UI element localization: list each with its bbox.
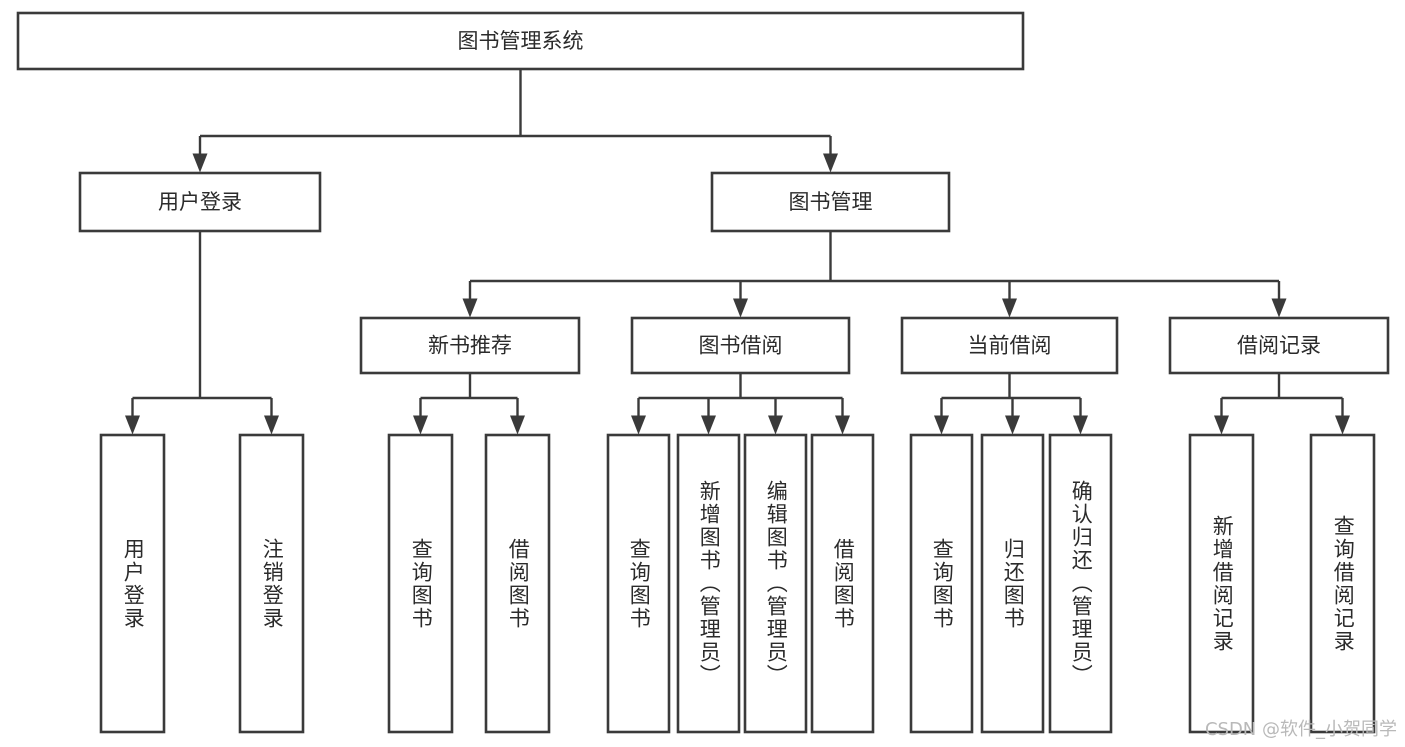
node-box-l2-1[interactable]: [78, 171, 322, 233]
arrow-head-icon: [733, 298, 748, 318]
arrow-head-icon: [1073, 415, 1088, 435]
node-box-lf-1[interactable]: [99, 433, 166, 734]
arrow-head-icon: [192, 153, 208, 173]
node-label-l2-2: 图书管理: [789, 190, 873, 214]
node-label-l3-2: 图书借阅: [699, 334, 783, 358]
node-box-lf-7[interactable]: [743, 433, 808, 734]
arrow-head-icon: [1002, 298, 1017, 318]
arrow-head-icon: [823, 153, 838, 173]
node-box-lf-3[interactable]: [387, 433, 454, 734]
csdn-watermark: CSDN @软件_小贺同学: [1204, 719, 1397, 740]
arrow-head-icon: [1005, 415, 1020, 435]
node-box-l3-2[interactable]: [630, 316, 851, 375]
arrow-head-icon: [768, 415, 783, 435]
node-box-lf-13[interactable]: [1309, 433, 1376, 734]
boxes-layer: [16, 11, 1390, 734]
node-box-lf-5[interactable]: [606, 433, 671, 734]
arrow-head-icon: [934, 415, 949, 435]
node-box-lf-11[interactable]: [1048, 433, 1113, 734]
arrow-head-icon: [701, 415, 716, 435]
node-box-lf-2[interactable]: [238, 433, 305, 734]
arrow-head-icon: [631, 415, 646, 435]
node-box-l2-2[interactable]: [710, 171, 951, 233]
arrow-head-icon: [1214, 415, 1229, 435]
node-box-l3-4[interactable]: [1168, 316, 1390, 375]
node-label-root: 图书管理系统: [458, 29, 584, 53]
node-box-lf-6[interactable]: [676, 433, 741, 734]
node-box-lf-10[interactable]: [980, 433, 1045, 734]
arrow-head-icon: [264, 415, 279, 435]
arrow-head-icon: [835, 415, 850, 435]
node-box-lf-12[interactable]: [1188, 433, 1255, 734]
arrow-head-icon: [1335, 415, 1350, 435]
arrow-head-icon: [510, 415, 525, 435]
node-box-lf-8[interactable]: [810, 433, 875, 734]
arrow-head-icon: [1271, 298, 1287, 318]
node-label-l3-1: 新书推荐: [428, 334, 512, 358]
node-label-l2-1: 用户登录: [158, 190, 242, 214]
node-box-lf-4[interactable]: [484, 433, 551, 734]
node-label-l3-3: 当前借阅: [968, 334, 1052, 358]
arrow-head-icon: [125, 415, 140, 435]
node-box-l3-1[interactable]: [359, 316, 581, 375]
node-box-root[interactable]: [16, 11, 1025, 71]
arrow-head-icon: [413, 415, 428, 435]
connectors-layer: [125, 69, 1350, 435]
node-label-l3-4: 借阅记录: [1237, 334, 1321, 358]
node-box-lf-9[interactable]: [909, 433, 974, 734]
arrow-head-icon: [462, 298, 478, 318]
node-box-l3-3[interactable]: [900, 316, 1119, 375]
